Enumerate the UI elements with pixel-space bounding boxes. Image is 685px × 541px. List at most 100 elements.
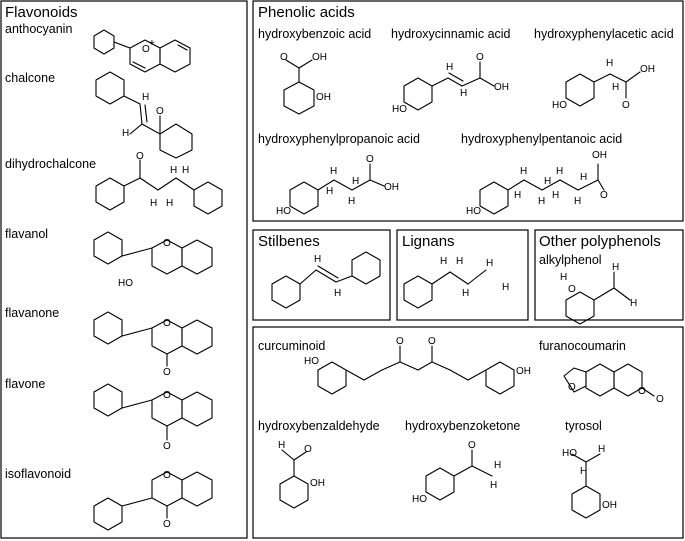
hydroxyphenylpropanoic-acid-atom: H xyxy=(330,166,337,177)
hydroxybenzoketone-structure xyxy=(425,449,493,501)
hydroxyphenylacetic-acid-atom: HO xyxy=(552,100,567,111)
hydroxybenzoketone-label: hydroxybenzoketone xyxy=(405,419,520,433)
hydroxycinnamic-acid-atom: H xyxy=(446,62,453,73)
atom-labels: O + H H O O H H H H O HO O O O O O O O O… xyxy=(118,38,664,530)
hydroxyphenylpropanoic-acid-atom: OH xyxy=(384,182,399,193)
hydroxyphenylpropanoic-acid-atom: HO xyxy=(276,206,291,217)
alkylphenol-label: alkylphenol xyxy=(539,253,602,267)
hydroxycinnamic-acid-atom: O xyxy=(476,52,484,63)
alkylphenol-atom: H xyxy=(560,272,567,283)
dihydrochalcone-atom: O xyxy=(136,151,144,162)
alkylphenol-atom: H xyxy=(630,298,637,309)
hydroxyphenylacetic-acid-atom: O xyxy=(622,100,630,111)
hydroxybenzoic-acid-atom: OH xyxy=(312,52,327,63)
lignan-atom: H xyxy=(502,282,509,293)
structure-drawings xyxy=(93,29,655,531)
hydroxyphenylpentanoic-acid-atom: H xyxy=(580,172,587,183)
isoflavonoid-atom: O xyxy=(163,519,171,530)
flavone-label: flavone xyxy=(5,377,45,391)
isoflavonoid-label: isoflavonoid xyxy=(5,467,71,481)
hydroxyphenylpropanoic-acid-label: hydroxyphenylpropanoic acid xyxy=(258,132,420,146)
furanocoumarin-atom: O xyxy=(638,386,646,397)
dihydrochalcone-atom: H xyxy=(166,198,173,209)
hydroxyphenylpentanoic-acid-atom: H xyxy=(520,166,527,177)
dihydrochalcone-atom: H xyxy=(182,165,189,176)
hydroxybenzoketone-atom: HO xyxy=(412,494,427,505)
tyrosol-atom: H xyxy=(598,444,605,455)
hydroxycinnamic-acid-label: hydroxycinnamic acid xyxy=(391,27,511,41)
hydroxycinnamic-acid-atom: HO xyxy=(392,104,407,115)
hydroxyphenylpropanoic-acid-atom: H xyxy=(348,196,355,207)
hydroxyphenylpentanoic-acid-atom: OH xyxy=(592,150,607,161)
isoflavonoid-structure xyxy=(93,471,213,531)
anthocyanin-atom: + xyxy=(149,38,155,49)
tyrosol-atom: OH xyxy=(602,500,617,511)
alkylphenol-atom: H xyxy=(612,262,619,273)
chalcone-structure xyxy=(95,71,193,159)
flavone-atom: O xyxy=(163,441,171,452)
curcuminoid-atom: HO xyxy=(304,356,319,367)
flavanone-structure xyxy=(93,311,213,367)
dihydrochalcone-atom: H xyxy=(150,198,157,209)
hydroxyphenylpentanoic-acid-atom: H xyxy=(556,166,563,177)
stilbenes-title: Stilbenes xyxy=(258,233,320,250)
curcuminoid-atom: O xyxy=(396,336,404,347)
anthocyanin-structure xyxy=(93,29,191,73)
hydroxyphenylpentanoic-acid-structure xyxy=(479,163,605,215)
lignan-atom: H xyxy=(440,256,447,267)
hydroxyphenylacetic-acid-atom: H xyxy=(606,58,613,69)
hydroxybenzaldehyde-label: hydroxybenzaldehyde xyxy=(258,419,380,433)
hydroxyphenylpentanoic-acid-label: hydroxyphenylpentanoic acid xyxy=(461,132,622,146)
hydroxycinnamic-acid-structure xyxy=(403,61,495,111)
flavonoids-title: Flavonoids xyxy=(5,4,78,21)
curcuminoid-label: curcuminoid xyxy=(258,339,325,353)
chalcone-atom: H xyxy=(122,128,129,139)
hydroxybenzoketone-atom: H xyxy=(490,480,497,491)
hydroxyphenylacetic-acid-atom: H xyxy=(612,82,619,93)
hydroxyphenylpentanoic-acid-atom: H xyxy=(552,190,559,201)
dihydrochalcone-structure xyxy=(95,159,223,215)
alkylphenol-atom: O xyxy=(568,284,576,295)
lignan-atom: H xyxy=(486,258,493,269)
tyrosol-atom: H xyxy=(580,466,587,477)
hydroxybenzaldehyde-structure xyxy=(279,449,309,509)
lignan-atom: H xyxy=(456,256,463,267)
hydroxybenzoic-acid-atom: O xyxy=(280,52,288,63)
dihydrochalcone-atom: H xyxy=(170,165,177,176)
furanocoumarin-label: furanocoumarin xyxy=(539,339,626,353)
stilbenes-panel xyxy=(252,229,391,321)
other-polyphenols-panel xyxy=(534,229,684,321)
phenolic-acids-panel xyxy=(252,0,684,222)
hydroxybenzoic-acid-structure xyxy=(283,59,315,115)
curcuminoid-atom: OH xyxy=(516,366,531,377)
hydroxyphenylpentanoic-acid-atom: H xyxy=(574,196,581,207)
chalcone-atom: H xyxy=(142,92,149,103)
flavanol-atom: O xyxy=(163,238,171,249)
flavanol-label: flavanol xyxy=(5,227,48,241)
flavanone-atom: O xyxy=(163,367,171,378)
curcuminoid-structure xyxy=(317,345,515,395)
chalcone-atom: O xyxy=(156,106,164,117)
stilbene-structure xyxy=(271,251,381,309)
tyrosol-structure xyxy=(571,453,601,519)
flavanone-label: flavanone xyxy=(5,306,59,320)
flavanol-structure xyxy=(93,231,213,275)
hydroxyphenylacetic-acid-label: hydroxyphenylacetic acid xyxy=(534,27,674,41)
isoflavonoid-atom: O xyxy=(163,470,171,481)
phenolic-acids-title: Phenolic acids xyxy=(258,4,355,21)
hydroxyphenylpentanoic-acid-atom: HO xyxy=(466,206,481,217)
hydroxyphenylpropanoic-acid-atom: H xyxy=(326,186,333,197)
hydroxybenzaldehyde-atom: H xyxy=(278,440,285,451)
flavanol-atom: HO xyxy=(118,278,133,289)
hydroxyphenylacetic-acid-structure xyxy=(565,71,641,107)
furanocoumarin-atom: O xyxy=(568,382,576,393)
hydroxyphenylacetic-acid-atom: OH xyxy=(640,64,655,75)
chalcone-label: chalcone xyxy=(5,71,55,85)
hydroxyphenylpentanoic-acid-atom: H xyxy=(514,190,521,201)
lignans-panel xyxy=(396,229,529,321)
hydroxyphenylpentanoic-acid-atom: H xyxy=(544,176,551,187)
hydroxycinnamic-acid-atom: H xyxy=(460,88,467,99)
flavanone-atom: O xyxy=(163,318,171,329)
hydroxyphenylpentanoic-acid-atom: O xyxy=(600,190,608,201)
alkylphenol-structure xyxy=(565,271,631,325)
